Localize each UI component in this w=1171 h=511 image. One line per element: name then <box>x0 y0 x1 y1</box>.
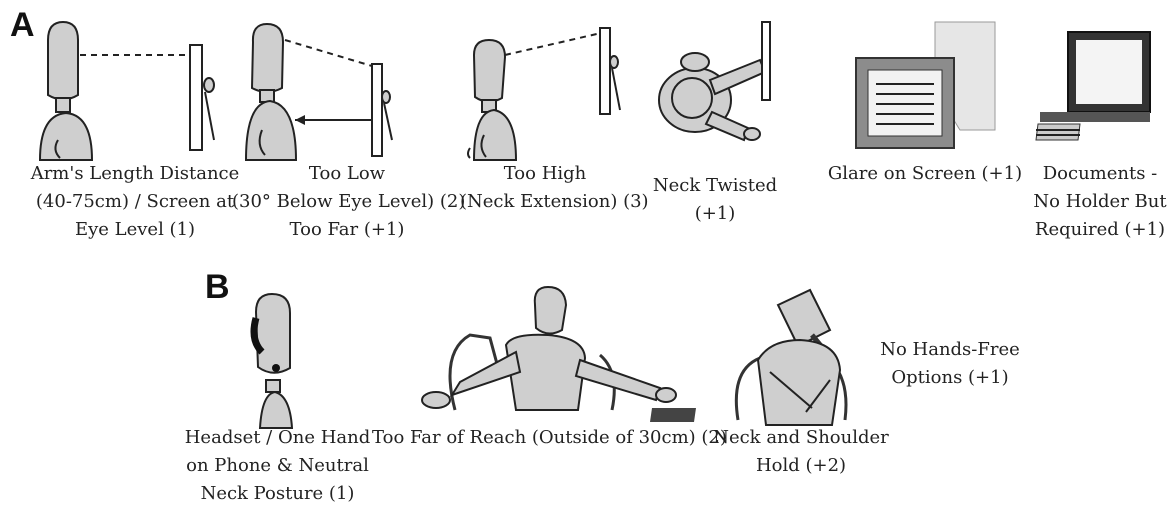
caption-line: Arm's Length Distance <box>30 160 240 188</box>
caption-line: (+1) <box>640 200 790 228</box>
caption-far-reach: Too Far of Reach (Outside of 30cm) (2) <box>372 424 717 452</box>
caption-documents: Documents - No Holder But Required (+1) <box>1030 160 1170 244</box>
caption-arms-length: Arm's Length Distance (40-75cm) / Screen… <box>30 160 240 244</box>
caption-hands-free: No Hands-Free Options (+1) <box>870 336 1030 392</box>
caption-headset: Headset / One Hand on Phone & Neutral Ne… <box>180 424 375 508</box>
caption-glare: Glare on Screen (+1) <box>820 160 1030 188</box>
caption-line: (40-75cm) / Screen at <box>30 188 240 216</box>
figure-glare-screen <box>856 22 995 148</box>
figure-neck-shoulder-hold <box>736 290 846 425</box>
figure-headset <box>254 294 292 428</box>
caption-line: Too Far (+1) <box>232 216 462 244</box>
caption-line: Neck Posture (1) <box>180 480 375 508</box>
caption-neck-twisted: Neck Twisted (+1) <box>640 172 790 228</box>
caption-line: Neck and Shoulder <box>712 424 890 452</box>
caption-line: Too High <box>460 160 630 188</box>
caption-line: Too Far of Reach (Outside of 30cm) (2) <box>372 424 717 452</box>
figure-documents <box>1036 32 1150 140</box>
caption-line: Headset / One Hand <box>180 424 375 452</box>
figure-too-high <box>468 28 620 160</box>
caption-line: on Phone & Neutral <box>180 452 375 480</box>
caption-line: Documents - <box>1030 160 1170 188</box>
caption-neck-shoulder: Neck and Shoulder Hold (+2) <box>712 424 890 480</box>
figure-too-low <box>246 24 392 160</box>
panel-label-b: B <box>205 268 230 307</box>
caption-line: Glare on Screen (+1) <box>820 160 1030 188</box>
caption-line: (Neck Extension) (3) <box>460 188 630 216</box>
caption-line: Required (+1) <box>1030 216 1170 244</box>
figure-arms-length <box>40 22 214 160</box>
caption-line: Too Low <box>232 160 462 188</box>
panel-label-a: A <box>10 6 35 45</box>
caption-line: No Holder But <box>1030 188 1170 216</box>
caption-line: Eye Level (1) <box>30 216 240 244</box>
caption-line: Options (+1) <box>870 364 1030 392</box>
figure-neck-twisted <box>659 22 770 140</box>
caption-line: (30° Below Eye Level) (2) <box>232 188 462 216</box>
caption-line: Neck Twisted <box>640 172 790 200</box>
caption-too-low: Too Low (30° Below Eye Level) (2) Too Fa… <box>232 160 462 244</box>
caption-line: No Hands-Free <box>870 336 1030 364</box>
caption-line: Hold (+2) <box>712 452 890 480</box>
caption-too-high: Too High (Neck Extension) (3) <box>460 160 630 216</box>
figure-far-reach <box>422 287 696 422</box>
